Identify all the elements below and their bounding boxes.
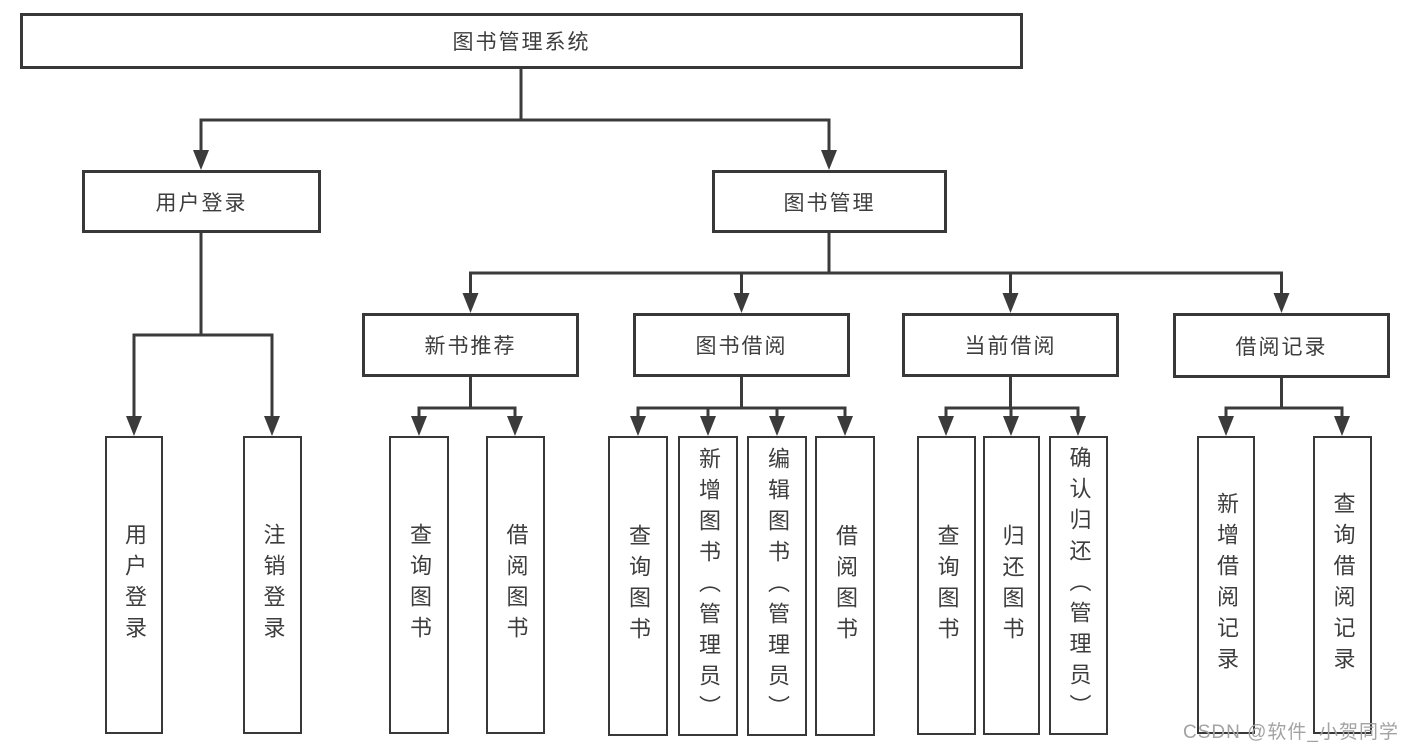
- leaf-borrow-borrow-book: 借阅图书: [815, 436, 875, 736]
- leaf-label: 归还图书: [999, 523, 1025, 648]
- arrow-icon: [821, 150, 837, 170]
- arrow-icon: [411, 416, 427, 436]
- arrow-icon: [193, 150, 209, 170]
- leaf-borrow-edit-book-admin: 编辑图书（管理员）: [747, 436, 807, 736]
- node-book-borrow: 图书借阅: [633, 313, 850, 377]
- leaf-current-query-book: 查询图书: [917, 436, 976, 735]
- node-label: 图书管理系统: [452, 31, 591, 54]
- leaf-label: 确认归还（管理员）: [1066, 446, 1092, 725]
- arrow-icon: [1002, 293, 1019, 313]
- arrow-icon: [264, 416, 280, 436]
- leaf-label: 查询图书: [934, 523, 960, 648]
- leaf-records-query-record: 查询借阅记录: [1313, 436, 1372, 734]
- arrow-icon: [1334, 416, 1350, 436]
- arrow-icon: [1218, 416, 1234, 436]
- leaf-user-login: 用户登录: [105, 436, 163, 734]
- node-user-login: 用户登录: [82, 170, 321, 233]
- leaf-records-add-record: 新增借阅记录: [1197, 436, 1255, 734]
- leaf-label: 借阅图书: [833, 524, 858, 648]
- leaf-label: 借阅图书: [503, 523, 529, 647]
- arrowheads: [126, 150, 1350, 436]
- arrow-icon: [1273, 293, 1290, 313]
- node-new-book-recommend: 新书推荐: [362, 313, 579, 377]
- leaf-current-return-book: 归还图书: [983, 436, 1040, 735]
- arrow-icon: [630, 416, 646, 436]
- node-current-borrow: 当前借阅: [902, 313, 1119, 377]
- csdn-watermark: CSDN @软件_小贺同学: [1183, 722, 1399, 743]
- arrow-icon: [769, 416, 785, 436]
- leaf-label: 新增借阅记录: [1214, 492, 1239, 678]
- arrow-icon: [462, 293, 479, 313]
- leaf-label: 新增图书（管理员）: [696, 446, 721, 726]
- leaf-borrow-add-book-admin: 新增图书（管理员）: [678, 436, 738, 736]
- leaf-borrow-query-book: 查询图书: [608, 436, 668, 736]
- arrow-icon: [837, 416, 853, 436]
- leaf-recommend-borrow-book: 借阅图书: [486, 436, 545, 734]
- connector-borrow-records: [1224, 378, 1344, 421]
- node-label: 当前借阅: [964, 335, 1057, 358]
- connector-book-borrow: [636, 377, 847, 421]
- node-root: 图书管理系统: [20, 13, 1023, 69]
- connector-current-borrow: [944, 377, 1080, 421]
- leaf-label: 编辑图书（管理员）: [765, 446, 790, 726]
- node-label: 新书推荐: [424, 335, 517, 358]
- leaf-label: 查询借阅记录: [1330, 492, 1356, 678]
- arrow-icon: [938, 416, 954, 436]
- leaf-label: 查询图书: [407, 523, 432, 647]
- connector-user-login: [132, 233, 274, 421]
- node-label: 图书借阅: [695, 335, 788, 358]
- leaf-current-confirm-return-admin: 确认归还（管理员）: [1049, 436, 1108, 735]
- arrow-icon: [700, 416, 716, 436]
- leaf-label: 注销登录: [260, 523, 286, 647]
- leaf-recommend-query-book: 查询图书: [389, 436, 449, 734]
- arrow-icon: [1070, 416, 1086, 436]
- node-borrow-records: 借阅记录: [1173, 313, 1390, 378]
- arrow-icon: [126, 416, 142, 436]
- connector-book-management: [469, 233, 1283, 297]
- leaf-label: 用户登录: [122, 523, 147, 647]
- leaf-label: 查询图书: [626, 524, 651, 648]
- node-label: 借阅记录: [1235, 335, 1328, 359]
- node-label: 图书管理: [783, 191, 876, 215]
- arrow-icon: [733, 293, 750, 313]
- arrow-icon: [1003, 416, 1019, 436]
- node-label: 用户登录: [155, 191, 248, 215]
- leaf-logout-login: 注销登录: [243, 436, 302, 734]
- connector-root: [199, 69, 831, 152]
- node-book-management: 图书管理: [712, 170, 947, 233]
- connector-new-book-recommend: [417, 377, 517, 421]
- arrow-icon: [507, 416, 523, 436]
